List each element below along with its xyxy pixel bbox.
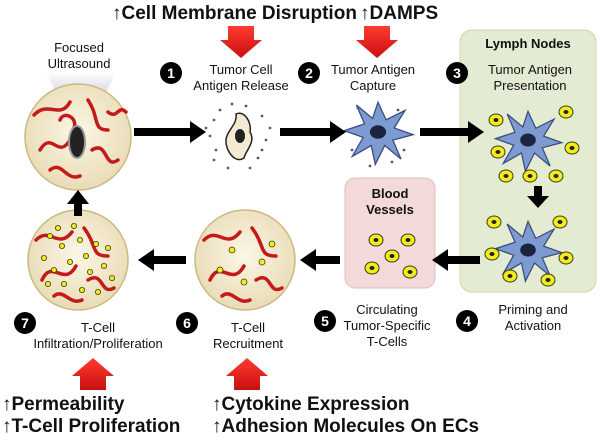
- step-2-line2: Capture: [349, 78, 397, 93]
- step-5-line3: T-Cells: [366, 334, 408, 349]
- step-6-line1: T-Cell: [231, 320, 265, 335]
- red-arrow-top-right: [356, 26, 398, 58]
- tissue-recruitment: [194, 209, 296, 311]
- footer-permeability: ↑Permeability: [2, 394, 125, 415]
- step-5-line1: Circulating: [356, 302, 418, 317]
- arrow-7-to-1: [67, 190, 89, 216]
- step-1-label: Tumor Cell Antigen Release: [182, 62, 300, 94]
- header-damps: ↑DAMPS: [360, 3, 439, 24]
- step-number-1: 1: [160, 62, 182, 84]
- step-6-label: T-Cell Recruitment: [198, 320, 298, 352]
- arrow-2-to-3: [280, 121, 346, 143]
- tissue-infiltration: [27, 209, 129, 311]
- blood-vessels-title-line2: Vessels: [366, 202, 414, 217]
- tumor-tissue-ultrasound: [24, 83, 132, 191]
- arrow-1-to-2: [134, 121, 206, 143]
- red-arrows: [72, 26, 398, 390]
- flow-arrows: [67, 121, 549, 271]
- step-6-line2: Recruitment: [212, 336, 284, 351]
- tumor-cell-antigen-release: [204, 102, 272, 170]
- arrow-6-to-7: [138, 249, 186, 271]
- step-7-line2: Infiltration/Proliferation: [33, 336, 163, 351]
- ultrasound-label: Focused Ultrasound: [24, 40, 134, 72]
- step-2-label: Tumor Antigen Capture: [318, 62, 428, 94]
- lymph-nodes-title: Lymph Nodes: [485, 36, 571, 51]
- step-number-3: 3: [446, 62, 468, 84]
- blood-vessels-title-line1: Blood: [371, 186, 409, 201]
- step-3-line2: Presentation: [493, 78, 567, 93]
- arrow-3-to-4: [527, 186, 549, 208]
- ultrasound-label-line2: Ultrasound: [47, 56, 111, 71]
- step-number-4: 4: [456, 310, 478, 332]
- step-3-line1: Tumor Antigen: [487, 62, 573, 77]
- step-7-label: T-Cell Infiltration/Proliferation: [0, 320, 178, 352]
- step-1-line1: Tumor Cell: [209, 62, 273, 77]
- step-1-line2: Antigen Release: [193, 78, 289, 93]
- footer-tcell-proliferation: ↑T-Cell Proliferation: [2, 416, 181, 437]
- footer-cytokine-expression: ↑Cytokine Expression: [212, 394, 410, 415]
- blood-vessels-region: [344, 177, 436, 289]
- step-number-2: 2: [298, 62, 320, 84]
- step-5-label: Circulating Tumor-Specific T-Cells: [332, 302, 442, 350]
- step-4-label: Priming and Activation: [474, 302, 592, 334]
- arrow-3-to-lymph: [420, 121, 484, 143]
- step-3-label: Tumor Antigen Presentation: [468, 62, 592, 94]
- arrow-4-to-5: [432, 249, 480, 271]
- blood-vessels-title: Blood Vessels: [346, 186, 434, 218]
- step-2-line1: Tumor Antigen: [330, 62, 416, 77]
- header-membrane-disruption: ↑Cell Membrane Disruption: [112, 3, 357, 24]
- arrow-5-to-6: [300, 249, 340, 271]
- step-4-line2: Activation: [504, 318, 562, 333]
- red-arrow-bottom-left: [72, 358, 114, 390]
- red-arrow-top-left: [220, 26, 262, 58]
- step-number-6: 6: [176, 312, 198, 334]
- step-number-5: 5: [314, 310, 336, 332]
- step-7-line1: T-Cell: [81, 320, 115, 335]
- ultrasound-label-line1: Focused: [54, 40, 104, 55]
- dendritic-cell-capture: [343, 101, 414, 168]
- red-arrow-bottom-right: [226, 358, 268, 390]
- footer-adhesion-molecules: ↑Adhesion Molecules On ECs: [212, 416, 480, 437]
- step-4-line1: Priming and: [498, 302, 568, 317]
- step-5-line2: Tumor-Specific: [343, 318, 431, 333]
- step-number-7: 7: [14, 312, 36, 334]
